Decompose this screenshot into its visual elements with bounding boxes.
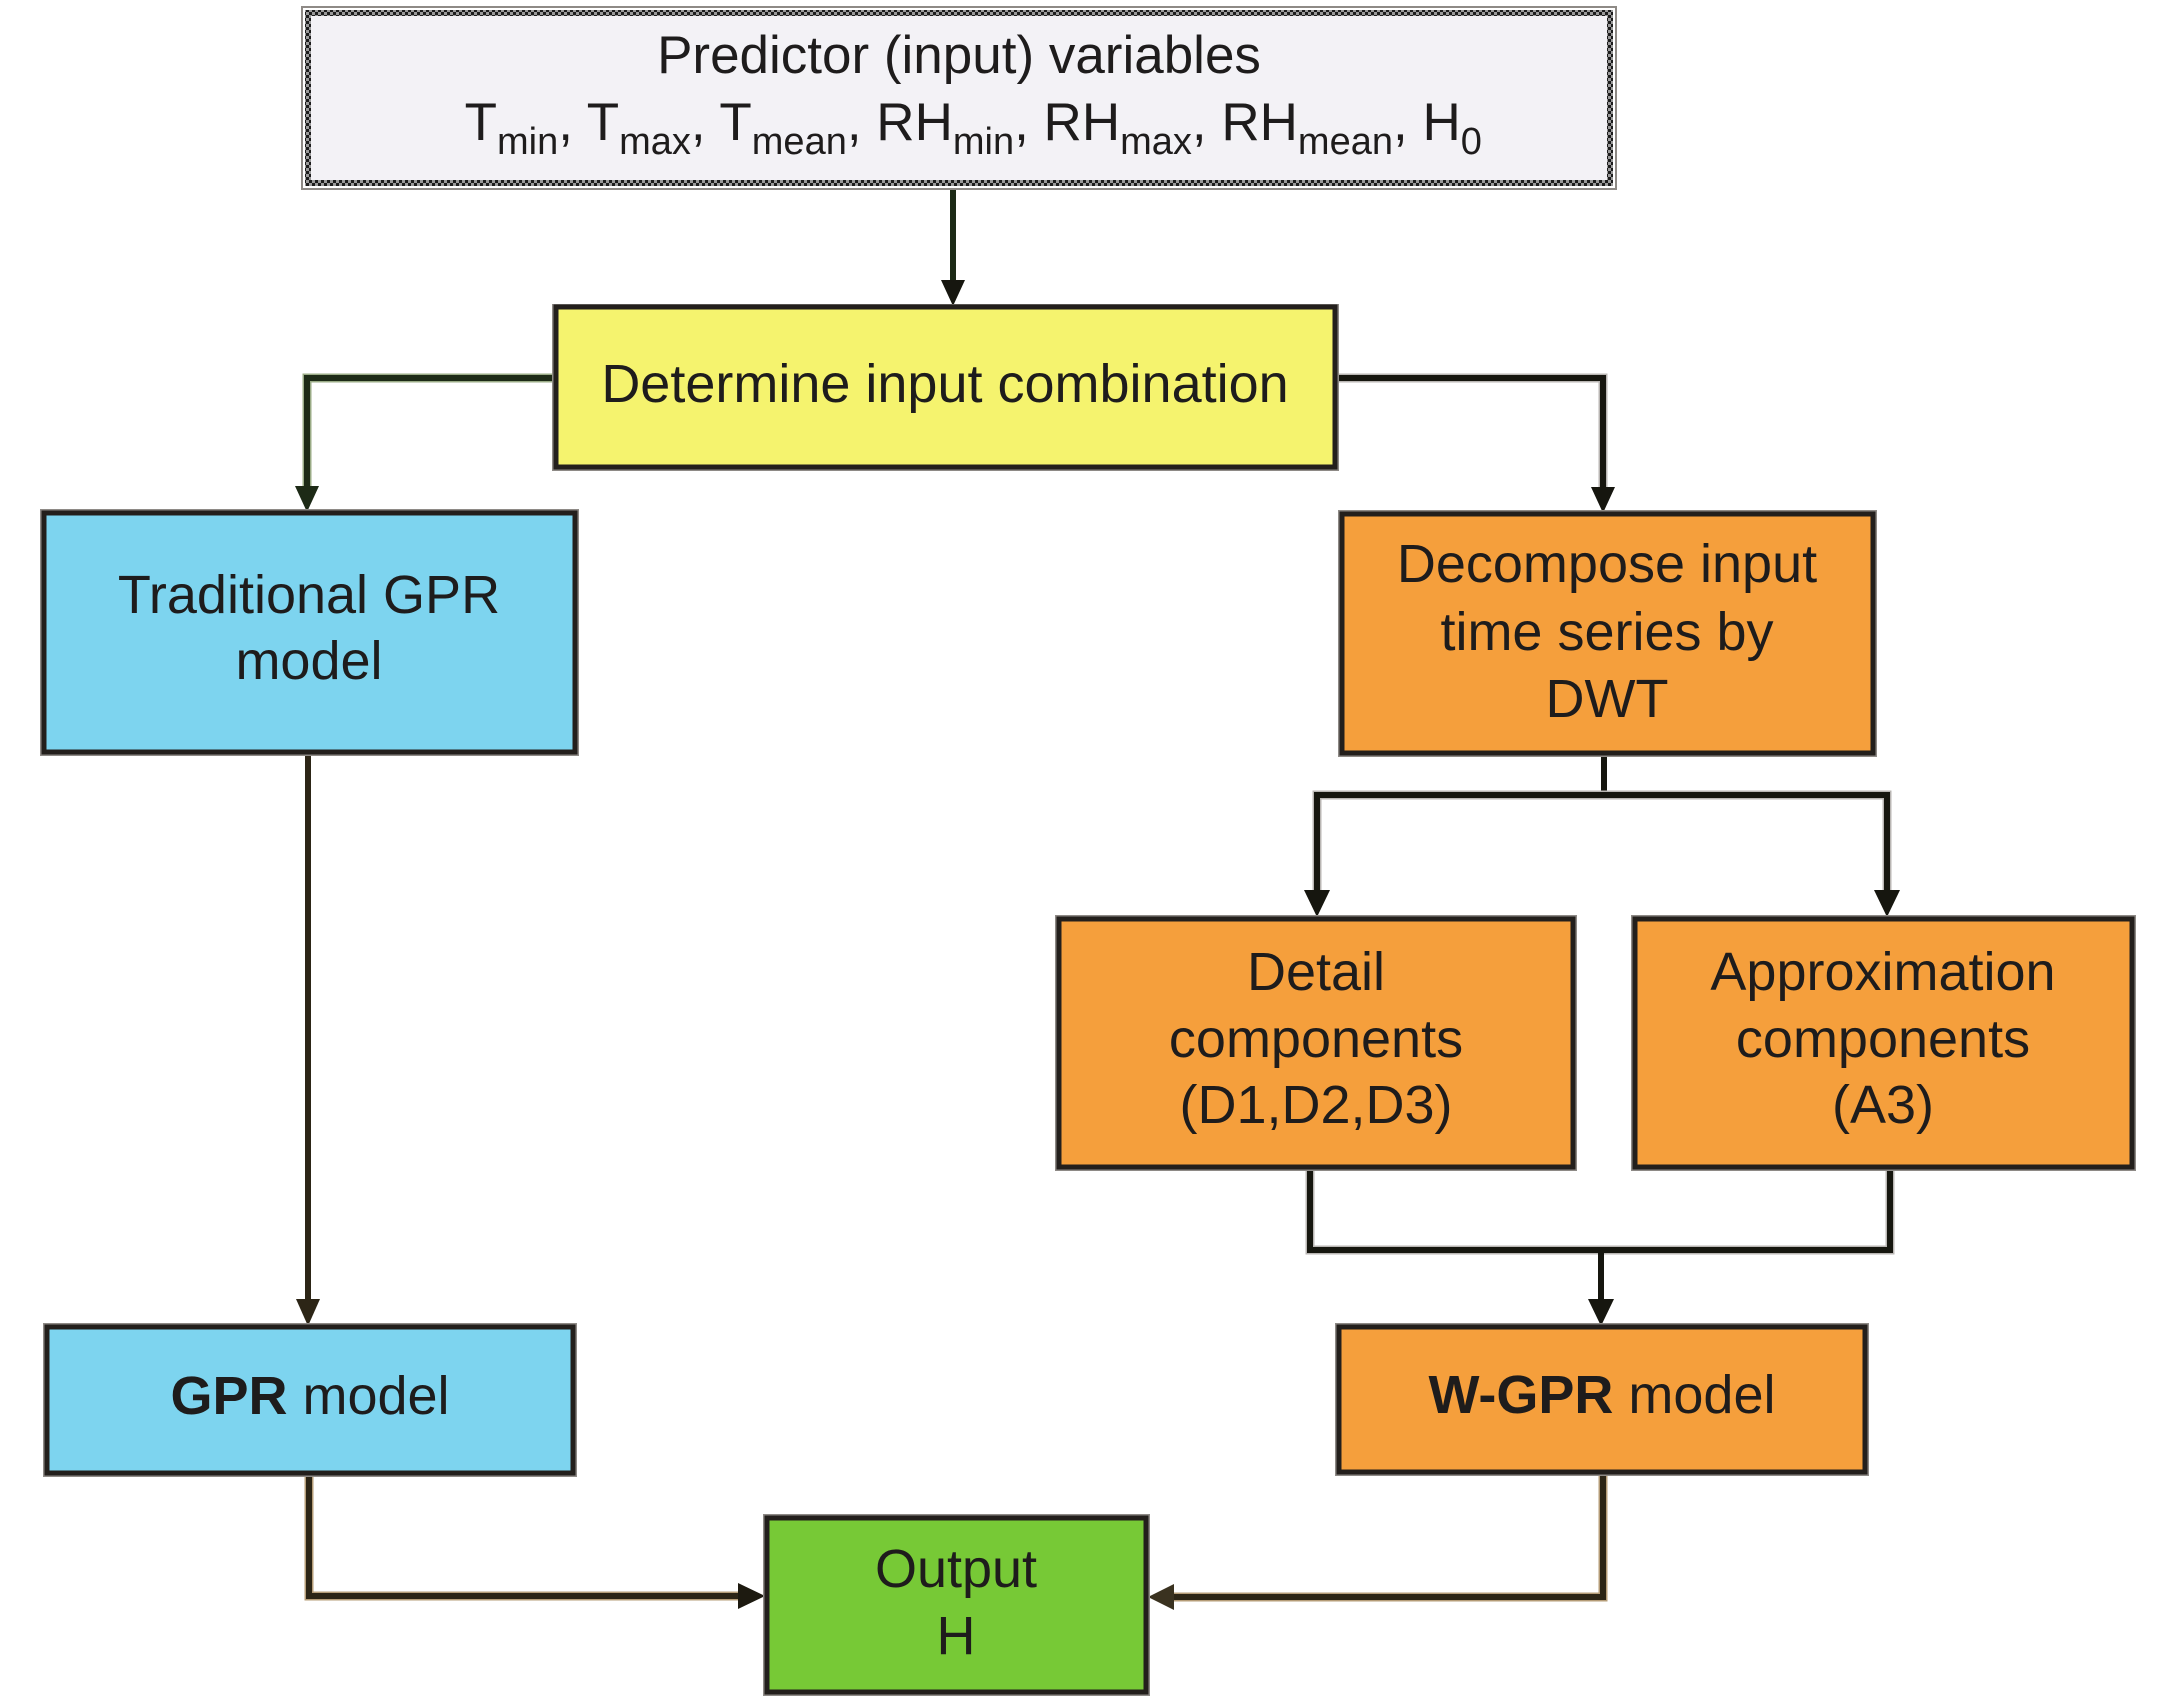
- combination-label: Determine input combination: [601, 354, 1288, 414]
- arrowhead-icon: [1304, 890, 1330, 917]
- node-approximation-components: Approximation components (A3): [1631, 915, 2136, 1171]
- edge-traditional-to-gpr-model: [296, 753, 320, 1326]
- edge-decompose-split: [1304, 754, 1900, 917]
- wgpr-model-label: W-GPR model: [1429, 1365, 1776, 1425]
- input-title: Predictor (input) variables: [657, 26, 1261, 85]
- gpr-model-label: GPR model: [170, 1366, 449, 1426]
- edge-combination-to-decompose: [1336, 373, 1615, 513]
- arrowhead-icon: [1591, 487, 1615, 513]
- output-line-1: Output: [875, 1539, 1037, 1599]
- node-detail-components: Detail components (D1,D2,D3): [1055, 915, 1577, 1171]
- approximation-line-3: (A3): [1832, 1075, 1934, 1135]
- connectors: [295, 188, 1900, 1610]
- edge-merge-to-wgpr: [1305, 1168, 1895, 1326]
- arrowhead-icon: [1148, 1584, 1174, 1610]
- edge-wgpr-model-to-output: [1148, 1473, 1608, 1610]
- traditional-gpr-line-1: Traditional GPR: [118, 565, 500, 625]
- node-gpr-model: GPR model: [43, 1323, 577, 1477]
- input-variables-list: Tmin, Tmax, Tmean, RHmin, RHmax, RHmean,…: [363, 93, 1556, 166]
- approximation-line-2: components: [1736, 1009, 2030, 1069]
- edge-gpr-model-to-output: [304, 1474, 765, 1609]
- arrowhead-icon: [941, 280, 965, 306]
- arrowhead-icon: [1588, 1299, 1614, 1326]
- arrowhead-icon: [1874, 890, 1900, 917]
- traditional-gpr-line-2: model: [235, 631, 382, 691]
- node-input-variables: Predictor (input) variables Tmin, Tmax, …: [301, 6, 1617, 190]
- edge-input-to-combination: [941, 188, 965, 306]
- detail-line-2: components: [1169, 1009, 1463, 1069]
- detail-line-1: Detail: [1247, 942, 1385, 1002]
- input-box-fill: [311, 16, 1607, 180]
- arrowhead-icon: [738, 1583, 765, 1609]
- approximation-line-1: Approximation: [1710, 942, 2055, 1002]
- output-line-2: H: [937, 1606, 976, 1666]
- decompose-line-3: DWT: [1546, 669, 1669, 729]
- node-determine-input-combination: Determine input combination: [552, 304, 1339, 471]
- node-traditional-gpr: Traditional GPR model: [40, 509, 579, 756]
- decompose-line-1: Decompose input: [1397, 534, 1817, 594]
- edge-combination-to-traditional-gpr: [295, 373, 555, 512]
- node-decompose-dwt: Decompose input time series by DWT: [1338, 510, 1877, 757]
- arrowhead-icon: [296, 1299, 320, 1326]
- node-wgpr-model: W-GPR model: [1335, 1323, 1869, 1476]
- arrowhead-icon: [295, 486, 319, 512]
- decompose-line-2: time series by: [1440, 602, 1773, 662]
- node-output: Output H: [763, 1514, 1150, 1696]
- detail-line-3: (D1,D2,D3): [1179, 1075, 1452, 1135]
